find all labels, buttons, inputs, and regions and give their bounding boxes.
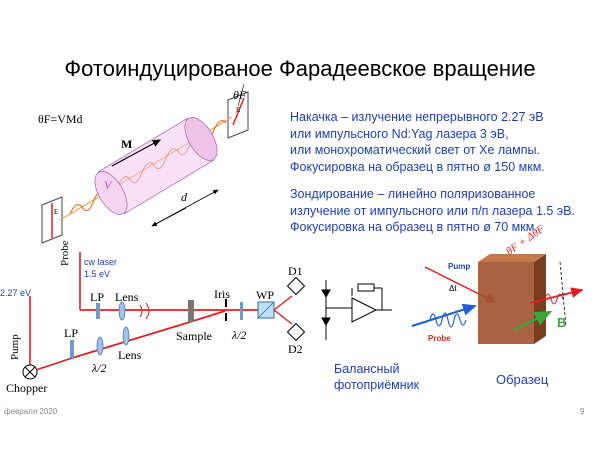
- faraday-medium-cylinder: [94, 117, 218, 215]
- length-label: d: [181, 190, 187, 204]
- probe-vertical-label: Probe: [59, 240, 71, 266]
- pump-beam-to-sample: [71, 321, 191, 359]
- lp-top-label: LP: [90, 290, 105, 304]
- detector-d2: [286, 322, 306, 342]
- lp-left-label: LP: [64, 326, 79, 340]
- chopper-label: Chopper: [6, 381, 48, 395]
- detector-caption-line-2: фотоприёмник: [334, 378, 420, 392]
- magnetic-field-arrow: [513, 310, 553, 332]
- sample-slab: [478, 262, 534, 344]
- lens-top-label: Lens: [115, 290, 139, 304]
- probe-line-2: излучение от импульсного или п/п лазера …: [290, 203, 575, 218]
- faraday-formula: θF=VMd: [38, 112, 83, 126]
- e-left-label: E: [54, 208, 59, 216]
- lens-bottom-element: [122, 326, 130, 346]
- page-number: 9: [580, 407, 585, 416]
- ev15-label: 1.5 eV: [84, 269, 111, 279]
- pump-line-4: Фокусировка на образец в пятно ø 150 мкм…: [290, 159, 545, 174]
- pump-line-3: или монохроматический свет от Xe лампы.: [290, 143, 540, 157]
- setup-schematic: [22, 252, 306, 380]
- probe-arrow-out: [529, 287, 584, 304]
- detector-caption-line-1: Балансный: [334, 362, 400, 376]
- pump-description: Накачка – излучение непрерывного 2.27 эВ…: [290, 109, 545, 175]
- iris-label: Iris: [214, 287, 230, 301]
- verdet-label: V: [104, 178, 112, 192]
- detector-caption: Балансный фотоприёмник: [334, 361, 419, 393]
- cw-laser-label: cw laser: [84, 257, 118, 267]
- half-wave-left-label: λ/2: [92, 361, 107, 375]
- pump-line-2: или импульсного Nd:Yag лазера 3 эВ,: [290, 126, 509, 141]
- right-polarization-line: [232, 97, 245, 126]
- lp-left-element: [70, 340, 74, 358]
- rotation-axis-dashed: [559, 261, 567, 327]
- detector-d1: [286, 276, 306, 296]
- half-wave-left-element: [96, 336, 104, 356]
- lens-top-element: [118, 301, 126, 321]
- beam-to-d2: [273, 309, 293, 325]
- half-wave-right-element: [240, 302, 243, 320]
- faraday-diagram: [41, 83, 249, 244]
- sample-label: Sample: [176, 329, 212, 343]
- theta-f-label: θF: [233, 88, 247, 102]
- beam-to-d1: [273, 295, 293, 311]
- theta-indicator: [237, 83, 245, 107]
- half-wave-right-label: λ/2: [232, 328, 247, 342]
- slide-title: Фотоиндуцированое Фарадеевское вращение: [64, 56, 536, 81]
- pump-vertical-label: Pump: [9, 334, 21, 360]
- panel-pump-label: Pump: [448, 262, 471, 271]
- magnetization-label: M: [121, 137, 133, 151]
- probe-line-3: Фокусировка на образец в пятно ø 70 мкм.: [290, 220, 538, 234]
- footer-date: февраля 2020: [4, 407, 58, 416]
- e-right-label: E: [236, 106, 241, 114]
- ev227-label: 2.27 eV: [0, 288, 32, 298]
- panel-probe-label: Probe: [428, 334, 451, 343]
- probe-description: Зондирование – линейно поляризованное из…: [290, 186, 575, 236]
- d2-label: D2: [288, 342, 303, 356]
- pump-line-1: Накачка – излучение непрерывного 2.27 эВ: [290, 110, 544, 124]
- probe-pulse: [429, 312, 467, 328]
- sample-caption: Образец: [496, 372, 549, 387]
- magnetization-arrow: [111, 139, 162, 167]
- lens-bottom-label: Lens: [118, 348, 142, 362]
- panel-b-label: B: [557, 315, 567, 330]
- panel-delta-t-label: Δt: [449, 284, 457, 293]
- sample-panel: [411, 254, 584, 344]
- sample-element: [188, 300, 194, 322]
- probe-line-1: Зондирование – линейно поляризованное: [290, 187, 536, 201]
- sample-slab-top: [478, 254, 546, 262]
- lp-top-element: [96, 303, 100, 319]
- wp-label: WP: [256, 288, 274, 302]
- balanced-detector-circuit: [321, 280, 392, 340]
- d1-label: D1: [288, 264, 303, 278]
